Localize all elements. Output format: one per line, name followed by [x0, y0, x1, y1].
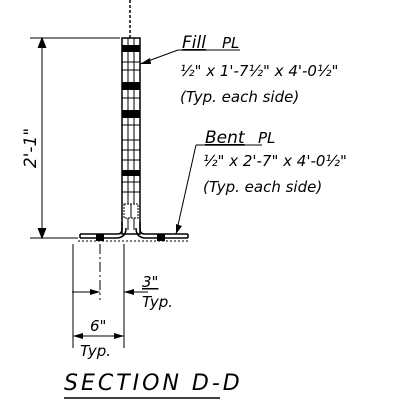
column-stack: [121, 37, 141, 235]
height-dimension: [30, 36, 120, 240]
bent-plate-note: (Typ. each side): [203, 178, 322, 196]
fill-plate-leader: [139, 49, 240, 65]
dim-3in-value: 3": [142, 273, 158, 291]
dim-6in-value: 6": [90, 317, 106, 335]
lower-dimensions: [72, 244, 148, 348]
fill-plate-symbol: PL: [222, 34, 239, 52]
bent-plate-size: ½" x 2'-7" x 4'-0½": [203, 152, 347, 170]
fill-plate-size: ½" x 1'-7½" x 4'-0½": [180, 62, 338, 80]
fill-plate-title: Fill: [182, 33, 206, 53]
height-dimension-label: 2'-1": [21, 128, 41, 168]
section-title: SECTION D-D: [64, 371, 243, 396]
bent-plate-title: Bent: [205, 128, 246, 148]
bent-plate-base: [78, 222, 190, 242]
fill-plate-note: (Typ. each side): [180, 88, 299, 106]
dim-6in-note: Typ.: [80, 342, 111, 360]
bent-plate-symbol: PL: [258, 129, 275, 147]
dim-3in-note: Typ.: [142, 293, 173, 311]
bent-plate-leader: [175, 144, 262, 235]
